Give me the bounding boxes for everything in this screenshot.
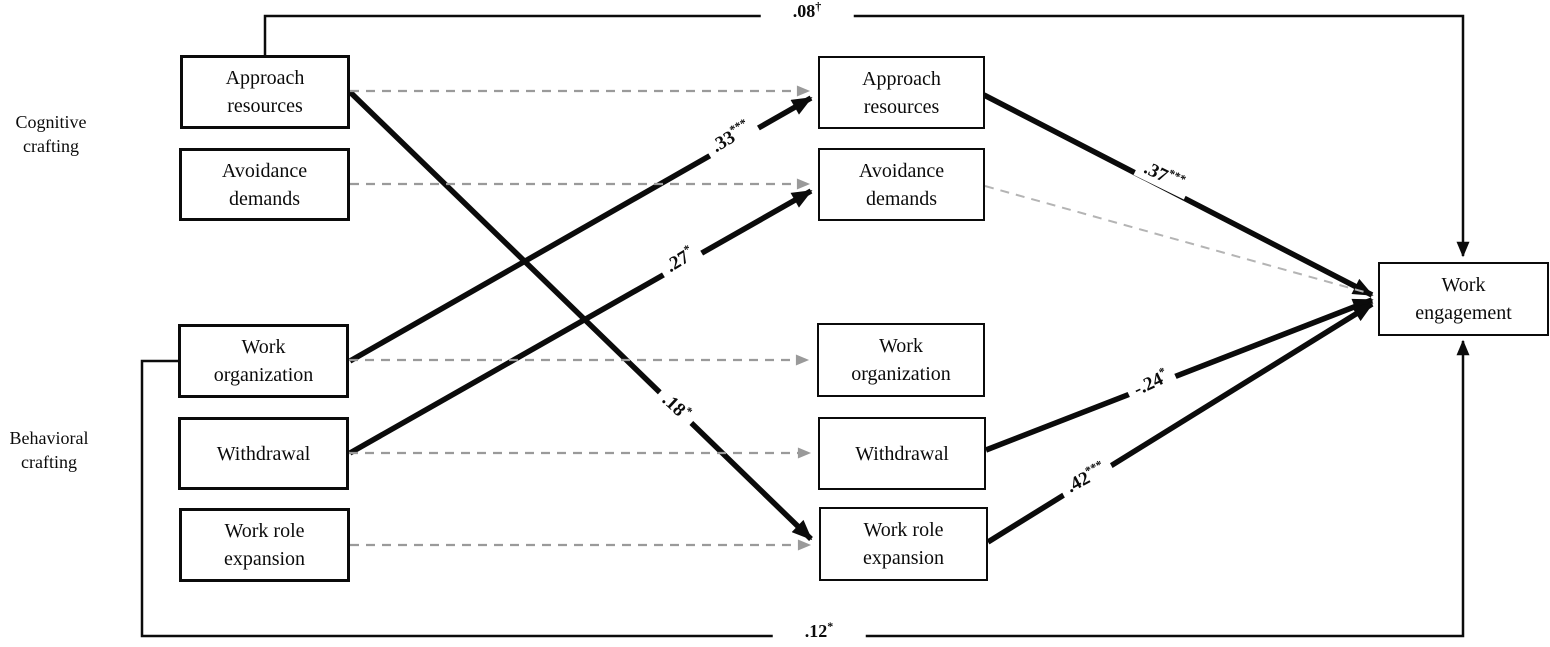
coefficient-cognitive-direct: .08† [760, 0, 854, 23]
box-label: Withdrawal [855, 442, 949, 465]
box-t1-withdrawal: Withdrawal [178, 417, 349, 490]
box-t2-withdrawal: Withdrawal [818, 417, 986, 490]
box-label: Avoidance demands [858, 159, 945, 210]
arrow-approach-to-workrole [348, 90, 813, 541]
arrow-workrole-to-engagement [986, 301, 1374, 545]
coefficient-behavioral-direct: .12* [772, 619, 866, 643]
box-t1-work-role-expansion: Work role expansion [179, 508, 350, 582]
box-work-engagement: Work engagement [1378, 262, 1549, 336]
box-t2-work-role-expansion: Work role expansion [819, 507, 988, 581]
group-label-cognitive-crafting: Cognitive crafting [15, 112, 87, 157]
arrow-withdrawal-to-engagement [985, 297, 1374, 453]
group-label-behavioral-crafting: Behavioral crafting [9, 428, 89, 473]
arrow-cognitive-direct-to-engagement [263, 14, 1470, 258]
box-label: Work engagement [1415, 274, 1512, 324]
arrow-withdrawal-to-avoidance [348, 188, 813, 456]
significance-marker: * [827, 619, 834, 634]
box-t1-approach-resources: Approach resources [180, 55, 350, 129]
arrow-behavioral-direct-to-engagement [140, 339, 1470, 638]
box-t1-work-organization: Work organization [178, 324, 349, 398]
box-t2-avoidance-demands: Avoidance demands [818, 148, 985, 221]
box-label: Approach resources [862, 67, 941, 118]
box-label: Work organization [213, 336, 314, 386]
box-t1-avoidance-demands: Avoidance demands [179, 148, 350, 221]
dashed-line-avoidance-to-engagement [984, 185, 1369, 294]
significance-marker: † [815, 0, 822, 14]
box-label: Withdrawal [216, 442, 311, 465]
box-label: Work role expansion [223, 520, 306, 570]
box-label: Avoidance demands [221, 159, 308, 210]
box-t2-approach-resources: Approach resources [818, 56, 985, 129]
box-label: Approach resources [225, 67, 305, 117]
box-label: Work organization [851, 335, 951, 385]
box-label: Work role expansion [862, 519, 945, 569]
box-t2-work-organization: Work organization [817, 323, 985, 397]
